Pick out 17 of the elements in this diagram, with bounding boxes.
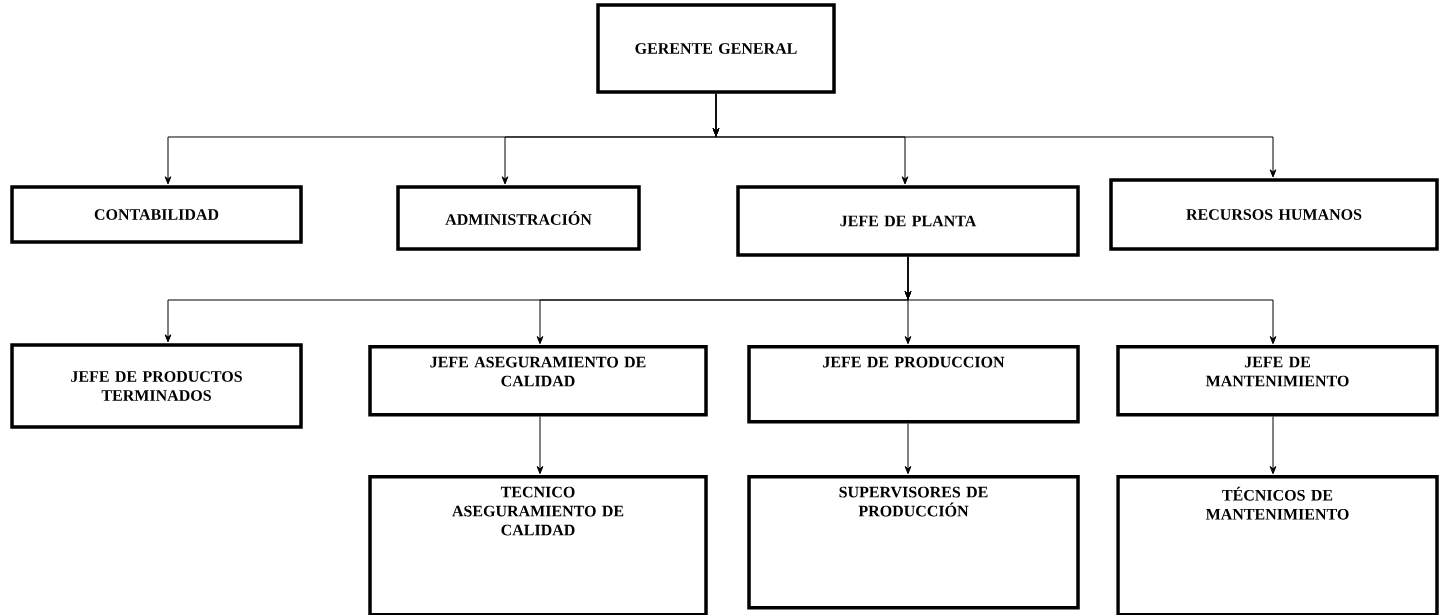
arrow: [536, 416, 544, 475]
org-box: CONTABILIDAD: [10, 185, 303, 244]
arrow: [904, 256, 1277, 345]
arrow: [712, 93, 1277, 178]
org-box: RECURSOS HUMANOS: [1109, 178, 1439, 251]
org-box: ADMINISTRACIÓN: [396, 185, 641, 251]
arrow: [904, 423, 912, 475]
org-box: SUPERVISORES DE PRODUCCIÓN: [747, 475, 1080, 610]
org-box: TÉCNICOS DE MANTENIMIENTO: [1116, 475, 1439, 615]
org-box: JEFE DE PRODUCCION: [747, 345, 1080, 424]
org-box: JEFE DE PLANTA: [736, 185, 1080, 257]
org-box: JEFE DE MANTENIMIENTO: [1116, 345, 1439, 417]
org-box: JEFE ASEGURAMIENTO DE CALIDAD: [368, 345, 708, 417]
org-box: GERENTE GENERAL: [596, 3, 836, 94]
org-box: JEFE DE PRODUCTOS TERMINADOS: [10, 343, 303, 429]
arrow: [1269, 416, 1277, 475]
org-box: TECNICO ASEGURAMIENTO DE CALIDAD: [368, 475, 708, 615]
